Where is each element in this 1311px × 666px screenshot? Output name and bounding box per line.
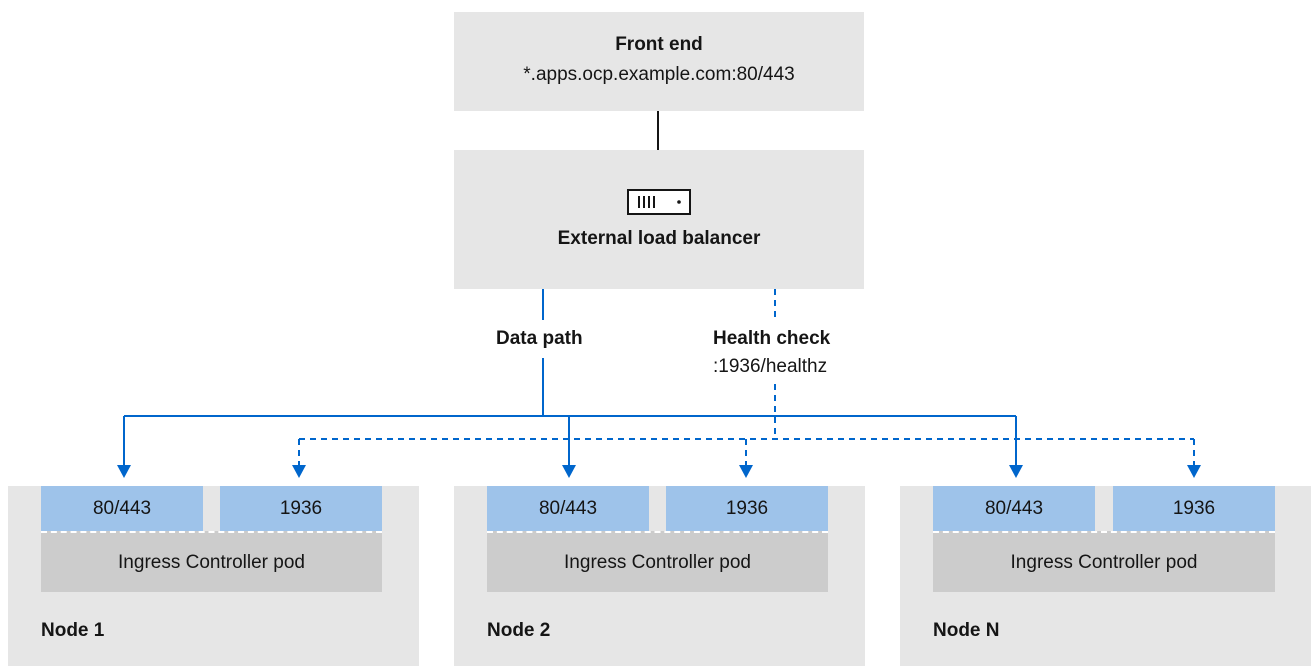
load-balancer-box: External load balancer [454,150,864,289]
node-label: Node 2 [487,620,551,641]
node-box: 80/443 1936 Ingress Controller pod Node … [8,486,419,666]
health-check-arrowheads [292,465,1201,478]
data-path-label: Data path [496,328,583,350]
node-box: 80/443 1936 Ingress Controller pod Node … [454,486,865,666]
frontend-host: *.apps.ocp.example.com:80/443 [523,64,795,85]
health-endpoint-label: :1936/healthz [713,356,828,378]
data-path-lines [123,289,1017,466]
load-balancer-label: External load balancer [557,228,761,249]
ingress-controller-pod: Ingress Controller pod [487,531,828,592]
node-label: Node 1 [41,620,105,641]
port-health: 1936 [220,486,382,531]
data-path-arrowheads [117,465,1023,478]
health-check-label: Health check [713,328,831,350]
port-health: 1936 [1113,486,1275,531]
port-data: 80/443 [487,486,649,531]
health-check-lines [298,289,1195,466]
port-data: 80/443 [933,486,1095,531]
ingress-controller-pod: Ingress Controller pod [41,531,382,592]
port-data: 80/443 [41,486,203,531]
port-health: 1936 [666,486,828,531]
ingress-controller-pod: Ingress Controller pod [933,531,1275,592]
node-box: 80/443 1936 Ingress Controller pod Node … [900,486,1311,666]
frontend-box: Front end *.apps.ocp.example.com:80/443 [454,12,864,111]
frontend-title: Front end [615,34,703,55]
node-label: Node N [933,620,1000,641]
server-icon [627,189,691,215]
